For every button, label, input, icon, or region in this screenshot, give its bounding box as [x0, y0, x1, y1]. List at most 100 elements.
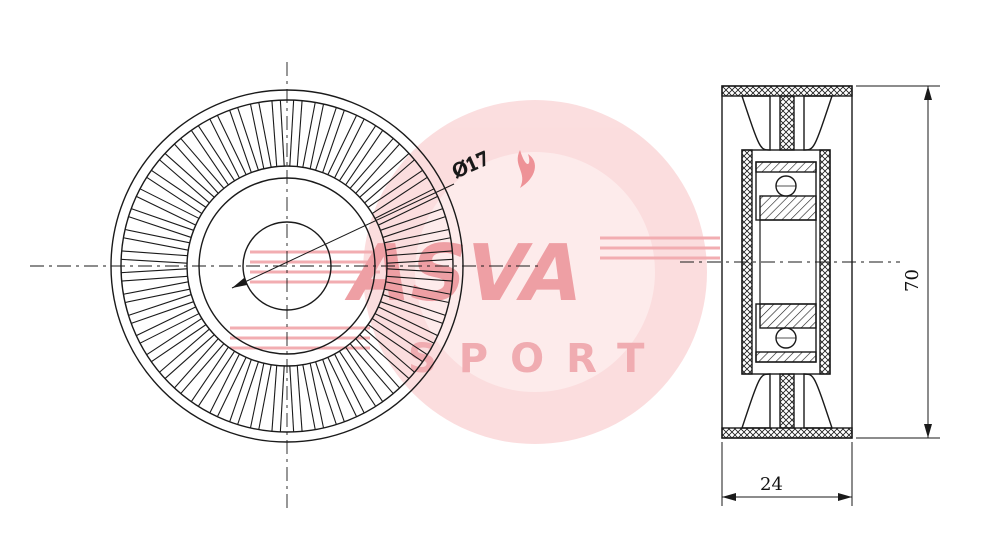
pulley-bore	[242, 221, 332, 311]
arrow-left-icon	[722, 493, 736, 501]
rib-line	[249, 363, 265, 429]
pulley-profile	[721, 85, 853, 439]
rib-line	[229, 110, 252, 173]
rib-line	[131, 301, 194, 324]
rib-line	[279, 100, 285, 167]
dimensions	[721, 85, 940, 506]
web-curve-bottom-left	[741, 373, 771, 429]
rib-line	[355, 143, 401, 194]
rib-line	[128, 294, 192, 316]
rib-line	[139, 313, 200, 344]
rib-line	[173, 143, 219, 194]
bearing-outer-race-bottom	[755, 351, 817, 363]
rib-line	[197, 125, 236, 182]
rib-line	[374, 313, 435, 344]
rib-line	[315, 361, 337, 425]
rib-line	[136, 306, 196, 337]
rib-line	[123, 237, 189, 251]
rib-line	[302, 102, 316, 168]
rib-line	[371, 176, 428, 215]
rib-line	[327, 357, 358, 417]
rib-line	[237, 107, 259, 171]
rib-line	[271, 100, 278, 167]
rib-line	[334, 118, 365, 179]
rib-line	[121, 258, 188, 264]
pulley-rim-inner	[120, 99, 454, 433]
web-curve-bottom-right	[803, 373, 833, 429]
rib-line	[121, 275, 188, 282]
front-view: Ø17	[30, 62, 540, 510]
rib-line	[279, 365, 285, 432]
side-view	[680, 85, 900, 439]
rib-line	[180, 138, 225, 189]
web-post-bottom	[779, 373, 795, 429]
rib-line	[374, 188, 435, 219]
rib-line	[384, 228, 450, 244]
web-curve-top-left	[741, 95, 771, 151]
rib-line	[378, 306, 438, 337]
rib-line	[216, 357, 247, 417]
rib-line	[345, 130, 384, 186]
bearing-inner-race-bottom	[759, 303, 817, 329]
rib-line	[309, 363, 325, 429]
hub-wall-right	[819, 149, 831, 375]
rib-line	[386, 275, 453, 282]
rib-line	[121, 250, 188, 257]
bearing-outer-race-top	[755, 161, 817, 173]
rib-line	[334, 353, 365, 414]
rib-line	[355, 338, 401, 389]
rib-line	[371, 317, 428, 356]
rib-line	[338, 350, 377, 407]
rib-line	[229, 359, 252, 422]
rib-line	[289, 365, 295, 432]
rib-line	[128, 216, 192, 238]
rib-line	[209, 353, 240, 414]
rib-line	[190, 346, 229, 402]
rib-line	[322, 359, 345, 422]
flame-icon	[517, 150, 535, 188]
rib-line	[296, 365, 303, 432]
rib-line	[271, 365, 278, 432]
watermark-brand-sub: SPORT	[408, 336, 666, 382]
rib-line	[382, 294, 446, 316]
rib-line	[386, 258, 453, 264]
rib-line	[327, 115, 358, 175]
rib-line	[131, 208, 194, 231]
bearing-inner-race-top	[759, 195, 817, 221]
rib-line	[385, 237, 451, 251]
rib-line	[359, 334, 410, 380]
rib-line	[124, 288, 190, 304]
rib-line	[249, 103, 265, 169]
rib-line	[180, 343, 225, 394]
arrow-down-icon	[924, 424, 932, 438]
web-curve-top-right	[803, 95, 833, 151]
arrow-up-icon	[924, 86, 932, 100]
rib-line	[146, 176, 203, 215]
hub-wall-left	[741, 149, 753, 375]
rib-line	[121, 268, 188, 274]
rib-line	[309, 103, 325, 169]
rib-line	[139, 188, 200, 219]
rib-line	[190, 130, 229, 186]
rib-line	[364, 159, 415, 204]
rim-section-top	[721, 85, 853, 97]
rib-line	[364, 328, 415, 373]
rib-line	[164, 152, 215, 198]
rib-line	[359, 152, 410, 198]
pulley-ribs	[121, 100, 453, 432]
rib-line	[159, 328, 210, 373]
rib-line	[258, 364, 272, 430]
rib-line	[315, 107, 337, 171]
rib-line	[289, 100, 295, 167]
rib-line	[136, 195, 196, 226]
rib-line	[237, 361, 259, 425]
rib-line	[378, 195, 438, 226]
watermark-brand-name: ASVA	[340, 228, 591, 319]
rib-line	[124, 228, 190, 244]
rib-line	[296, 100, 303, 167]
rib-line	[209, 118, 240, 179]
web-post-top	[779, 95, 795, 151]
rib-line	[386, 268, 453, 274]
